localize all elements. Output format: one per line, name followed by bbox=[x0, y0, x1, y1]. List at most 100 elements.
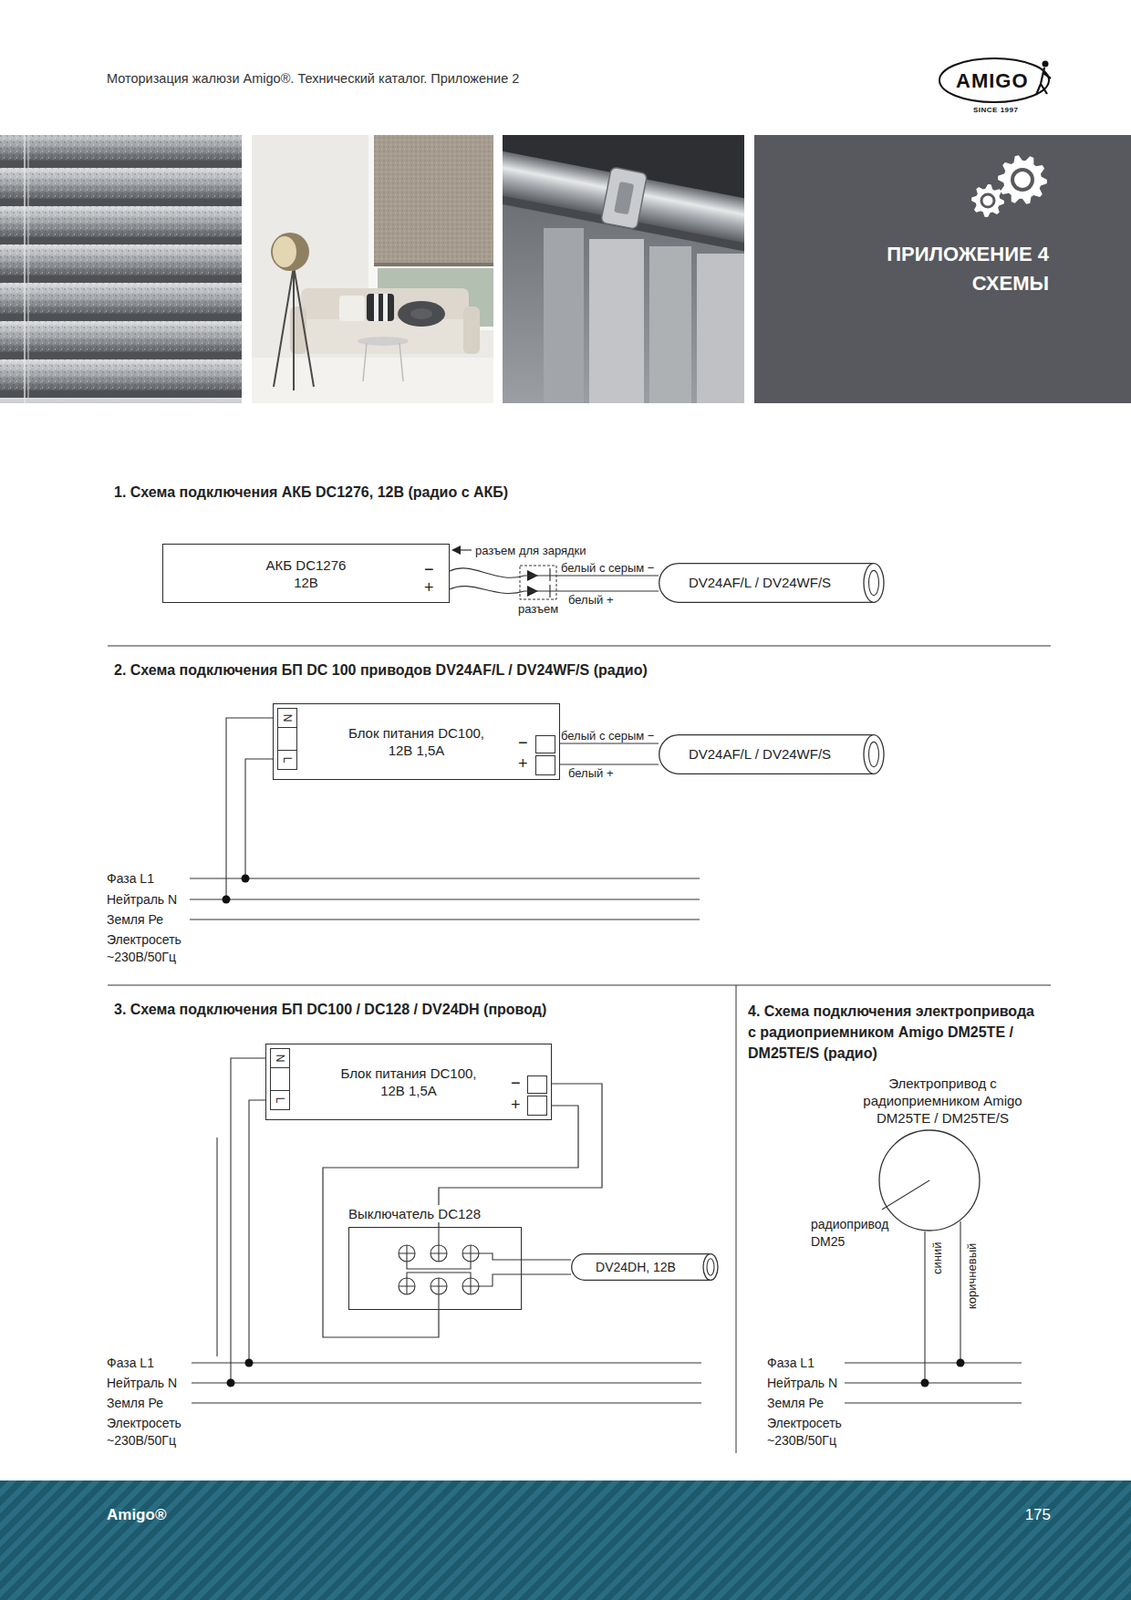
mains-wiring bbox=[191, 1401, 702, 1403]
motor-tube-end bbox=[869, 570, 880, 595]
room-photo bbox=[270, 232, 310, 271]
polarity-sign: − bbox=[510, 1073, 521, 1093]
wire-connector bbox=[560, 742, 659, 744]
node-text: Amigo® bbox=[106, 1505, 167, 1525]
logo-text: SINCE 1997 bbox=[973, 105, 1018, 115]
mains-wiring bbox=[844, 1361, 1022, 1363]
footer-band: Amigo®175 bbox=[0, 1480, 1131, 1600]
wire-label: белый + bbox=[567, 592, 615, 607]
wire-label: белый с серым − bbox=[560, 728, 655, 743]
logo-mark bbox=[939, 58, 1049, 103]
blinds-photo bbox=[0, 134, 242, 161]
wire-connector bbox=[521, 1259, 571, 1275]
node-text: L bbox=[274, 1097, 286, 1104]
callout-label-holder: радиопривод DM25 bbox=[810, 1215, 903, 1251]
node-text: ПРИЛОЖЕНИЕ 4 bbox=[886, 242, 1049, 267]
node-text: DV24AF/L / DV24WF/S bbox=[688, 746, 831, 763]
mains-wiring bbox=[189, 717, 1022, 1403]
rail-photo bbox=[589, 238, 644, 404]
appendix-panel: ПРИЛОЖЕНИЕ 4СХЕМЫ bbox=[754, 134, 1131, 404]
mains-label-holder: Фаза L1 bbox=[106, 1355, 155, 1370]
room-photo bbox=[410, 308, 433, 320]
mains-wiring bbox=[245, 758, 273, 879]
mains-wiring bbox=[189, 918, 700, 920]
gear-icon bbox=[983, 196, 994, 207]
screw-terminal bbox=[430, 1245, 447, 1262]
node-text: DV24DH, 12В bbox=[595, 1259, 676, 1276]
motor-circle-outline bbox=[879, 1130, 980, 1231]
rail-photo bbox=[601, 166, 648, 229]
polarity-sign-holder: + bbox=[510, 1095, 521, 1115]
section-divider bbox=[107, 645, 1051, 1453]
mains-label-holder: Электросеть ~230В/50Гц bbox=[106, 931, 194, 966]
screw-terminal bbox=[462, 1277, 479, 1295]
mains-wiring bbox=[881, 1180, 930, 1210]
mains-label-holder: Фаза L1 bbox=[106, 871, 155, 886]
node-text: Блок питания DC100, 12В 1,5А bbox=[341, 724, 492, 759]
mains-wiring bbox=[249, 1099, 266, 1363]
rail-photo bbox=[502, 138, 745, 260]
wire-color: синий bbox=[930, 1242, 945, 1275]
blinds-photo bbox=[0, 244, 242, 276]
junction-dot bbox=[222, 895, 231, 904]
logo-mark bbox=[1042, 61, 1049, 68]
room-photo bbox=[463, 306, 480, 354]
room-photo bbox=[373, 262, 494, 267]
node-text: Выключатель DC128 bbox=[345, 1204, 484, 1223]
motor-tube: DV24AF/L / DV24WF/S bbox=[658, 562, 885, 603]
screw-terminal bbox=[398, 1277, 416, 1295]
motor-tube-end bbox=[706, 1258, 715, 1277]
motor-tube-body bbox=[659, 735, 874, 775]
blinds-photo bbox=[0, 397, 242, 404]
output-terminal bbox=[535, 755, 556, 776]
callout-label: радиопривод DM25 bbox=[810, 1215, 903, 1251]
section-divider bbox=[107, 645, 1051, 647]
connector-note: разъем bbox=[518, 601, 559, 616]
mains-label: Электросеть ~230В/50Гц bbox=[106, 931, 194, 966]
mains-label-holder: Электросеть ~230В/50Гц bbox=[767, 1414, 854, 1450]
battery-box: АКБ DC1276 12В bbox=[162, 543, 450, 603]
mains-label: Земля Ре bbox=[767, 1395, 824, 1411]
output-terminal bbox=[527, 1095, 548, 1116]
section-title: 1. Схема подключения АКБ DC1276, 12В (ра… bbox=[114, 483, 509, 502]
junction-dot bbox=[241, 874, 250, 883]
node-text: Блок питания DC100, 12В 1,5А bbox=[333, 1064, 485, 1100]
node-text-holder: Выключатель DC128 bbox=[345, 1204, 484, 1223]
wire-connector bbox=[560, 763, 659, 765]
screw-terminal bbox=[398, 1245, 416, 1262]
motor-circle-outline bbox=[878, 1129, 981, 1232]
terminal-box: L bbox=[269, 1089, 291, 1111]
mains-label-holder: Нейтраль N bbox=[767, 1375, 838, 1391]
wire-label-holder: белый с серым − bbox=[560, 560, 655, 575]
page-header-holder: Моторизация жалюзи Amigo®. Технический к… bbox=[106, 70, 519, 87]
logo-text-holder: AMIGO bbox=[955, 69, 1029, 94]
mains-label: Фаза L1 bbox=[106, 871, 155, 886]
section-divider bbox=[736, 985, 737, 1453]
rail-photo bbox=[502, 134, 745, 404]
motor-tube-end bbox=[863, 735, 884, 775]
blinds-photo bbox=[0, 359, 242, 391]
room-photo bbox=[273, 266, 314, 391]
motor-circle: Электропривод с радиоприемником Amigo DM… bbox=[878, 1129, 981, 1232]
junction-dot bbox=[245, 1359, 254, 1368]
polarity-sign: + bbox=[510, 1095, 521, 1115]
node-text-holder: ПРИЛОЖЕНИЕ 4 bbox=[886, 242, 1049, 267]
polarity-sign-holder: − bbox=[424, 560, 435, 580]
node-text: АКБ DC1276 12В bbox=[263, 556, 349, 592]
power-supply-box: Блок питания DC100, 12В 1,5АNL bbox=[272, 703, 561, 780]
section-title-holder: 3. Схема подключения БП DC100 / DC128 / … bbox=[114, 1000, 547, 1019]
motor-tube-end bbox=[869, 741, 880, 767]
polarity-sign: − bbox=[424, 560, 435, 580]
node-text: N bbox=[274, 1054, 286, 1063]
gear-icon bbox=[1010, 167, 1035, 192]
blinds-photo bbox=[0, 359, 242, 391]
room-photo bbox=[251, 134, 494, 404]
blinds-photo bbox=[0, 134, 242, 404]
rail-photo bbox=[649, 246, 692, 404]
connector-note-holder: разъем bbox=[518, 601, 559, 616]
mains-label-holder: Земля Ре bbox=[106, 912, 164, 927]
mains-label: Нейтраль N bbox=[106, 1375, 177, 1391]
motor-tube-end bbox=[863, 563, 884, 603]
